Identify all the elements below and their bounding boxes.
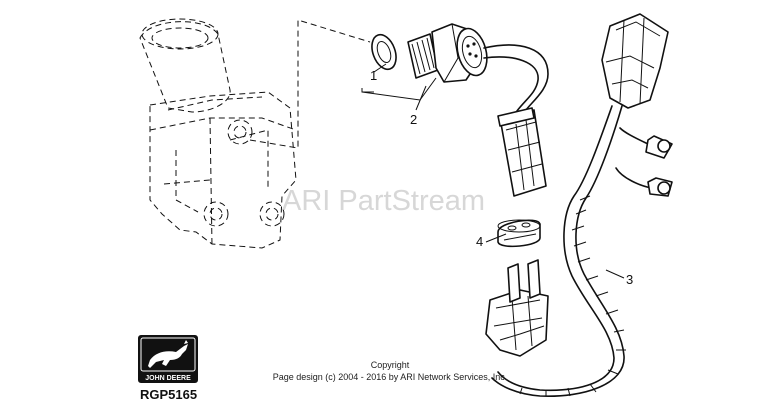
copyright-line2: Page design (c) 2004 - 2016 by ARI Netwo…: [273, 372, 508, 382]
harness-part: [485, 13, 673, 397]
seal-part: [497, 219, 541, 248]
watermark-text: ARI PartStream: [282, 185, 485, 217]
logo-text: JOHN DEERE: [145, 375, 191, 382]
figure-id: RGP5165: [140, 387, 197, 402]
callout-leaders: [361, 63, 625, 279]
callout-3: 3: [626, 272, 633, 287]
callout-1: 1: [370, 68, 377, 83]
housing-outline: [139, 18, 371, 249]
callout-4: 4: [476, 234, 483, 249]
john-deere-logo: JOHN DEERE: [138, 335, 198, 383]
copyright-line1: Copyright: [371, 360, 410, 370]
callout-2: 2: [410, 112, 417, 127]
sensor-part: [407, 23, 549, 197]
washer-part: [371, 33, 397, 71]
